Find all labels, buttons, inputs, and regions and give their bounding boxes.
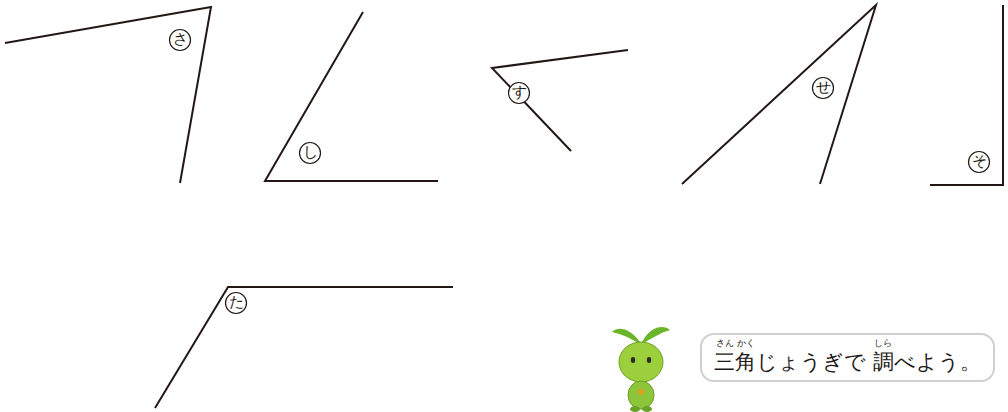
angle-sa [5,7,211,183]
angle-shi [265,12,438,181]
angle-label: す [512,85,527,100]
angle-label: さ [173,32,188,47]
label-circle [509,83,530,104]
label-circle [226,293,247,314]
angle-su [492,50,628,151]
angle-ta [155,287,453,408]
angle-so [930,5,1003,185]
label-circle [969,152,990,173]
angle-se [682,5,876,184]
label-circle [170,30,191,51]
angle-label: そ [972,154,987,169]
label-circle [813,78,834,99]
angle-label: た [229,295,244,310]
mascot [612,327,670,412]
label-circle [300,143,321,164]
bubble-text: 三角じょうぎで 調べよう。 [714,350,981,374]
angle-label: せ [816,80,831,95]
furigana: さん [716,339,734,348]
angle-label: し [303,145,318,160]
furigana: かく [737,339,755,348]
furigana: しら [874,339,892,348]
